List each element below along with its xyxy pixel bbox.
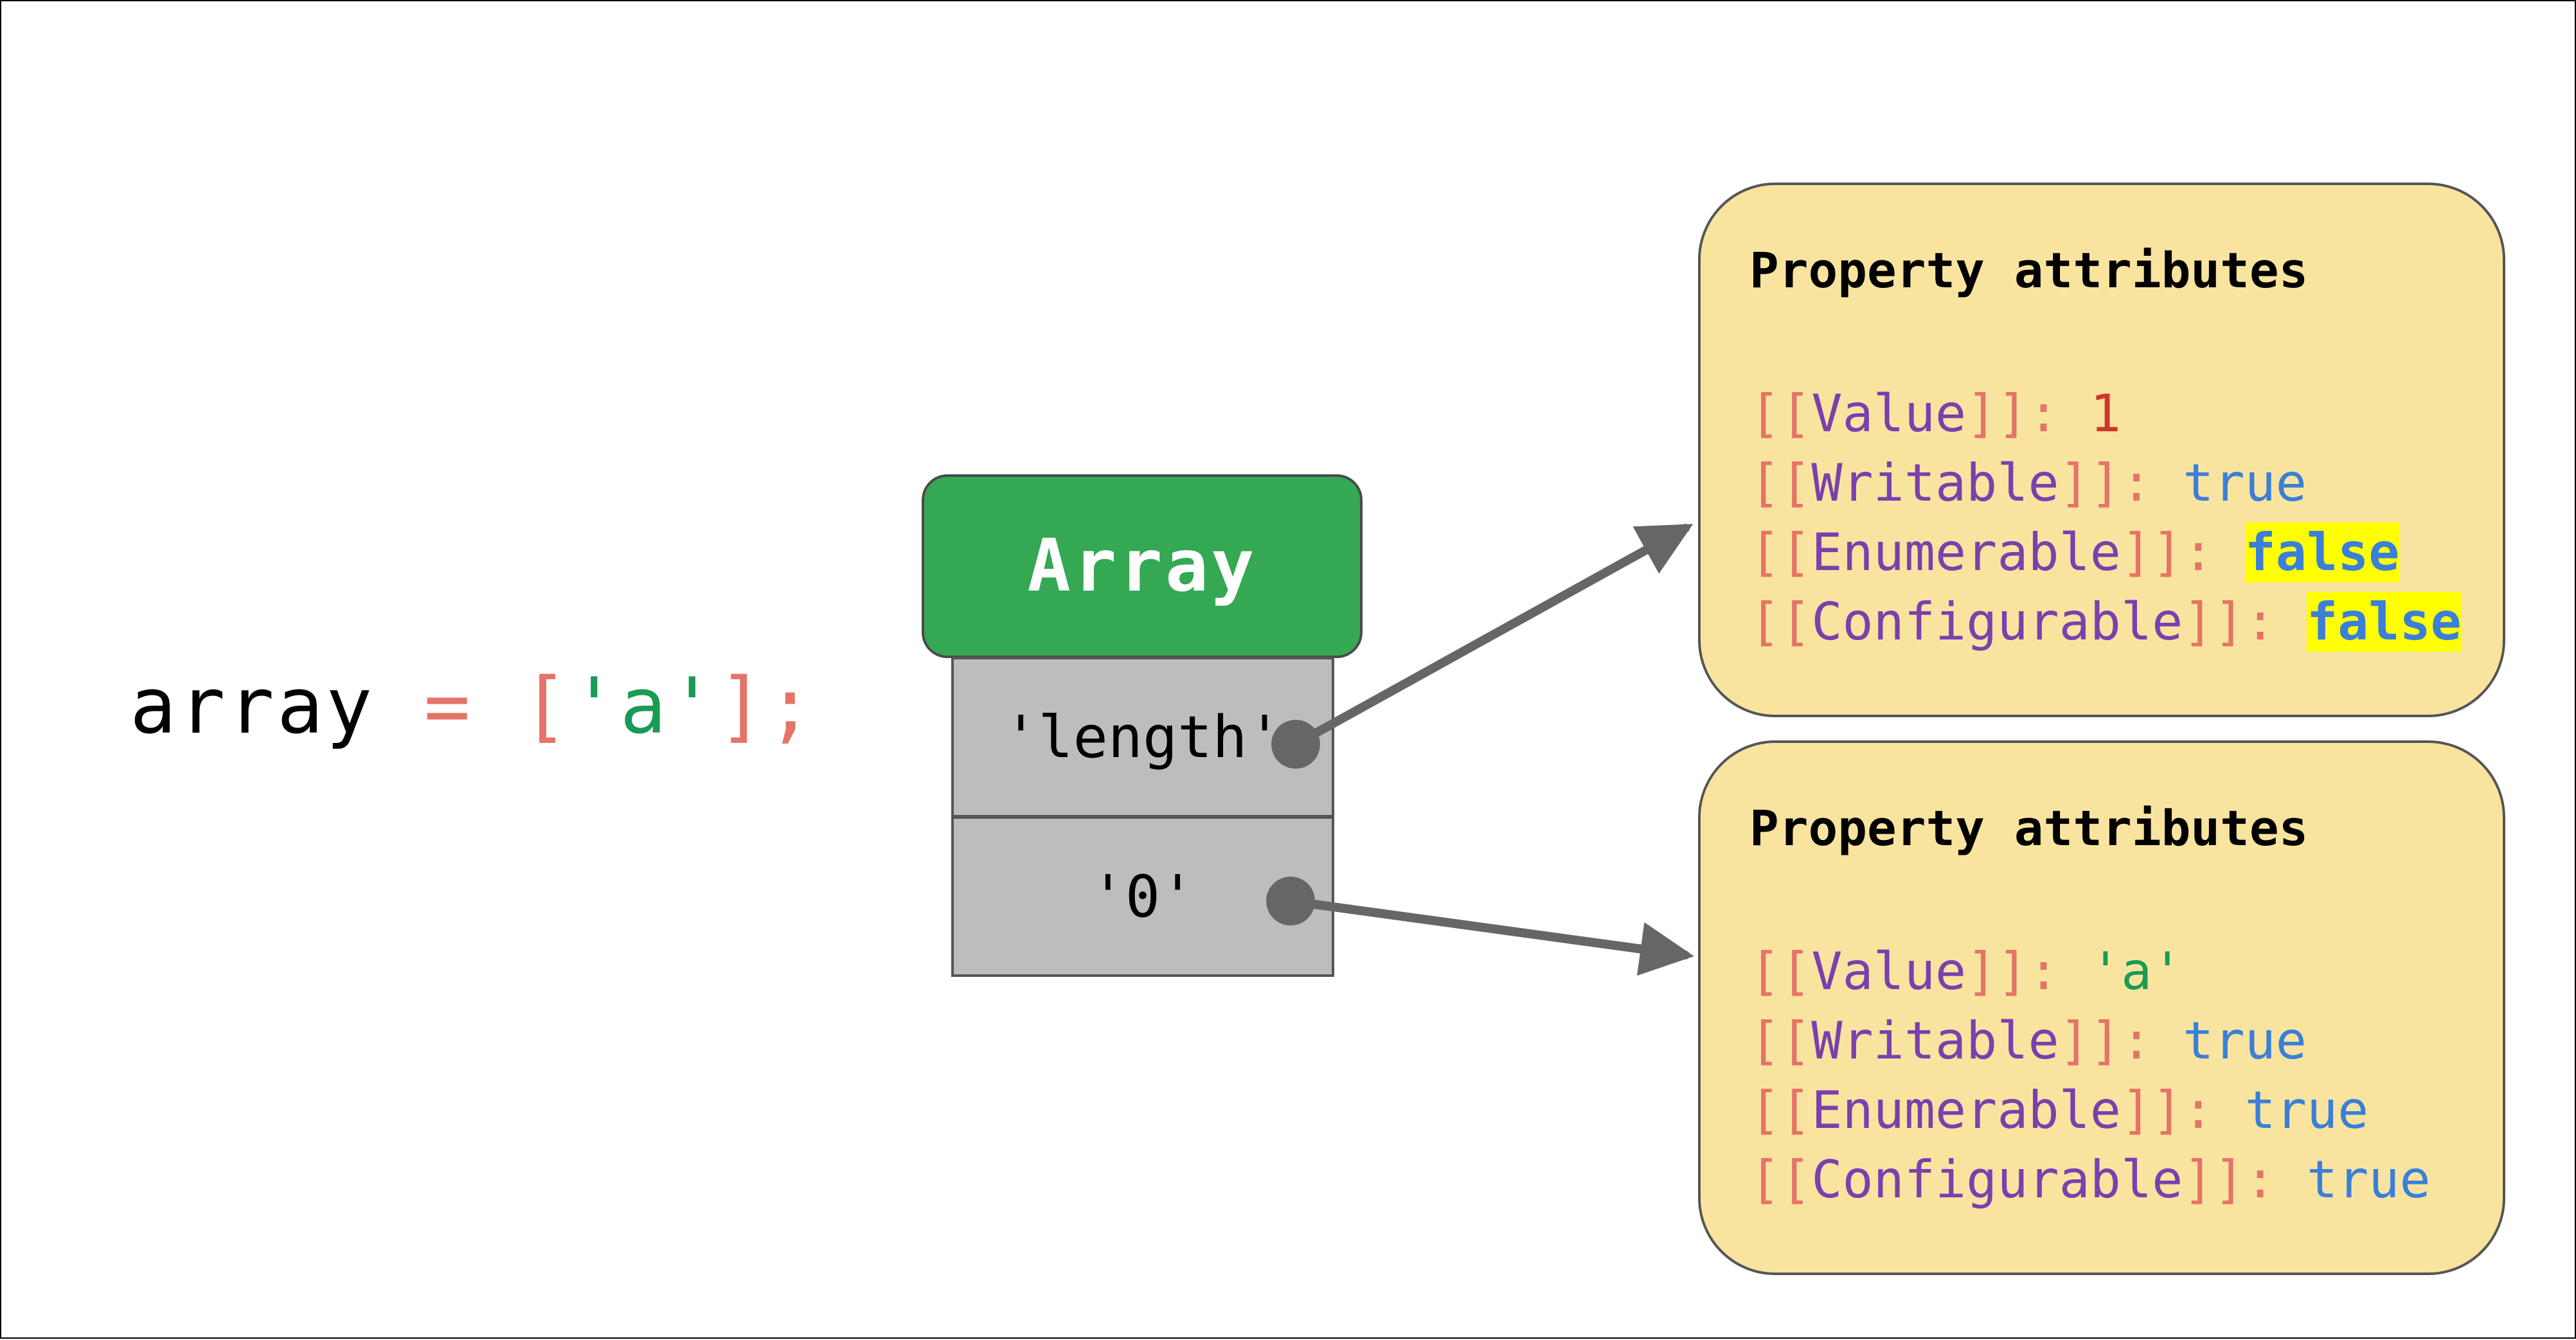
attribute-line: [[Writable]]: true [1749, 1011, 2307, 1071]
code-identifier: array [130, 662, 375, 751]
attribute-value: true [2183, 453, 2307, 513]
attribute-key: Configurable [1811, 592, 2183, 652]
attribute-value: true [2183, 1011, 2307, 1071]
property-key-length: 'length' [1003, 703, 1282, 771]
attribute-value-highlighted: false [2244, 523, 2400, 582]
code-close: ]; [717, 662, 816, 751]
attribute-value-highlighted: false [2306, 592, 2462, 652]
arrow-zero-to-attributes [1286, 897, 1694, 976]
attribute-line: [[Enumerable]]: false [1749, 523, 2400, 582]
attribute-box-title: Property attributes [1749, 242, 2309, 299]
attribute-line: [[Configurable]]: true [1749, 1150, 2431, 1210]
code-snippet: array = ['a']; [130, 662, 816, 752]
attribute-line: [[Enumerable]]: true [1749, 1080, 2369, 1140]
attribute-line: [[Writable]]: true [1749, 453, 2307, 513]
property-key-zero: '0' [1090, 862, 1195, 931]
attribute-value: true [2244, 1080, 2369, 1140]
attribute-value: 1 [2089, 384, 2121, 443]
attribute-key: Configurable [1811, 1150, 2183, 1210]
attribute-key: Value [1811, 942, 1967, 1001]
attribute-box-zero: Property attributes [[Value]]: 'a' [[Wri… [1698, 740, 2505, 1275]
attribute-key: Enumerable [1811, 1080, 2121, 1140]
attribute-box-length: Property attributes [[Value]]: 1 [[Writa… [1698, 183, 2505, 717]
attribute-value: 'a' [2089, 942, 2183, 1001]
attribute-line: [[Configurable]]: false [1749, 592, 2462, 652]
property-cell-length: 'length' [951, 657, 1334, 817]
code-open-bracket: [ [521, 662, 571, 751]
attribute-key: Writable [1811, 1011, 2059, 1071]
attribute-line: [[Value]]: 1 [1749, 384, 2121, 443]
attribute-line: [[Value]]: 'a' [1749, 942, 2183, 1001]
property-cell-zero: '0' [951, 816, 1334, 977]
code-operator: = [424, 662, 473, 751]
attribute-key: Value [1811, 384, 1967, 443]
array-object-title: Array [1027, 524, 1257, 608]
array-object-header: Array [922, 474, 1363, 658]
attribute-key: Enumerable [1811, 523, 2121, 582]
code-string-literal: 'a' [571, 662, 718, 751]
attribute-box-title: Property attributes [1749, 800, 2309, 857]
attribute-value: true [2306, 1150, 2431, 1210]
attribute-key: Writable [1811, 453, 2059, 513]
